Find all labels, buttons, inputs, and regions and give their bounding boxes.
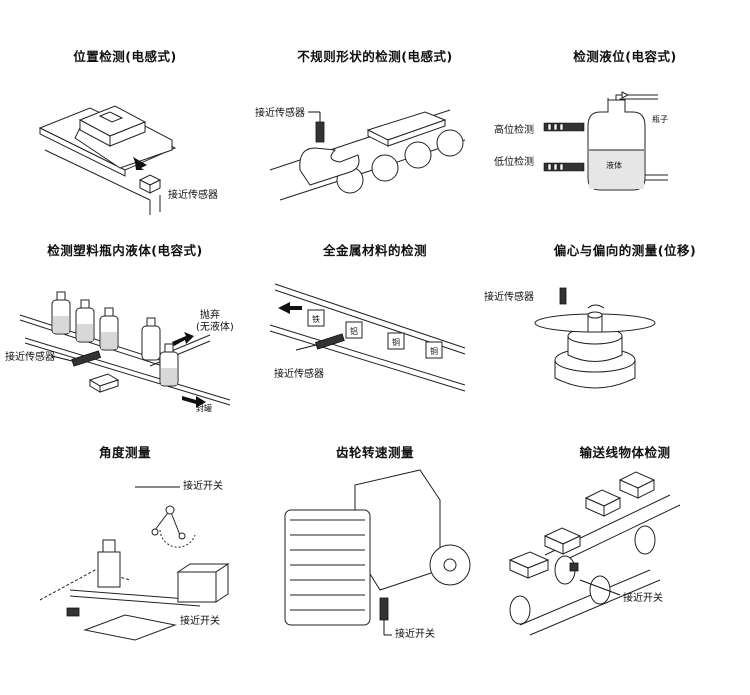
- angle-illustration: [0, 440, 250, 660]
- panel-title: 偏心与偏向的测量(位移): [553, 243, 697, 258]
- irregular-shape-illustration: [250, 0, 500, 220]
- liquid-label: 液体: [606, 161, 622, 170]
- position-detection-illustration: [0, 0, 250, 220]
- material-aluminum-label: 铝: [350, 327, 358, 336]
- panel-title: 不规则形状的检测(电感式): [297, 49, 453, 64]
- sensor-label: 接近传感器: [5, 352, 55, 363]
- material-iron-label: 铁: [312, 315, 320, 324]
- panel-title: 齿轮转速测量: [335, 445, 414, 460]
- bottle-label: 瓶子: [652, 115, 668, 124]
- metal-detection-illustration: [250, 220, 500, 440]
- sealing-label: 封罐: [196, 404, 212, 413]
- panel-angle: 角度测量 接近开关 接近开关: [0, 440, 250, 660]
- eccentricity-illustration: [500, 220, 750, 440]
- sensor-label: 接近传感器: [255, 108, 305, 119]
- gear-speed-illustration: [250, 440, 500, 660]
- sensor-label: 接近传感器: [168, 190, 218, 201]
- switch-label-top: 接近开关: [183, 481, 223, 492]
- material-copper-label: 铜: [392, 338, 400, 347]
- panel-title: 输送线物体检测: [579, 445, 671, 460]
- high-level-label: 高位检测: [494, 125, 534, 136]
- liquid-level-illustration: [500, 0, 750, 220]
- panel-title: 检测塑料瓶内液体(电容式): [47, 243, 203, 258]
- panel-title: 检测液位(电容式): [573, 49, 677, 64]
- panel-title: 位置检测(电感式): [73, 49, 177, 64]
- panel-eccentricity: 偏心与偏向的测量(位移) 接近传感器: [484, 220, 750, 440]
- sensor-label: 接近传感器: [484, 292, 534, 303]
- switch-label: 接近开关: [623, 593, 663, 604]
- panel-position-detection: 位置检测(电感式) 接近传感器: [0, 0, 250, 220]
- switch-label: 接近开关: [395, 629, 435, 640]
- low-level-label: 低位检测: [494, 157, 534, 168]
- material-copper2-label: 铜: [430, 347, 438, 356]
- panel-conveyor-detection: 输送线物体检测 接近: [500, 440, 750, 660]
- no-liquid-label: (无液体): [196, 322, 234, 333]
- panel-metal-detection: 全金属材料的检测 铁 铝 铜 铜 接近传感器: [250, 220, 500, 440]
- panel-title: 角度测量: [98, 445, 151, 460]
- panel-irregular-shape-detection: 不规则形状的检测(电感式) 接近传感器: [250, 0, 500, 220]
- sensor-label: 接近传感器: [274, 369, 324, 380]
- panel-bottle-liquid: 检测塑料瓶内液体(电容式): [0, 220, 250, 440]
- conveyor-illustration: [500, 440, 750, 660]
- panel-liquid-level: 检测液位(电容式) 高位检测 低位检测 瓶子 液体: [494, 0, 750, 220]
- panel-gear-speed: 齿轮转速测量 接近开关: [250, 440, 500, 660]
- discard-label: 抛弃: [200, 310, 220, 321]
- bottle-liquid-illustration: [0, 220, 250, 408]
- panel-title: 全金属材料的检测: [322, 243, 427, 258]
- switch-label-bottom: 接近开关: [180, 616, 220, 627]
